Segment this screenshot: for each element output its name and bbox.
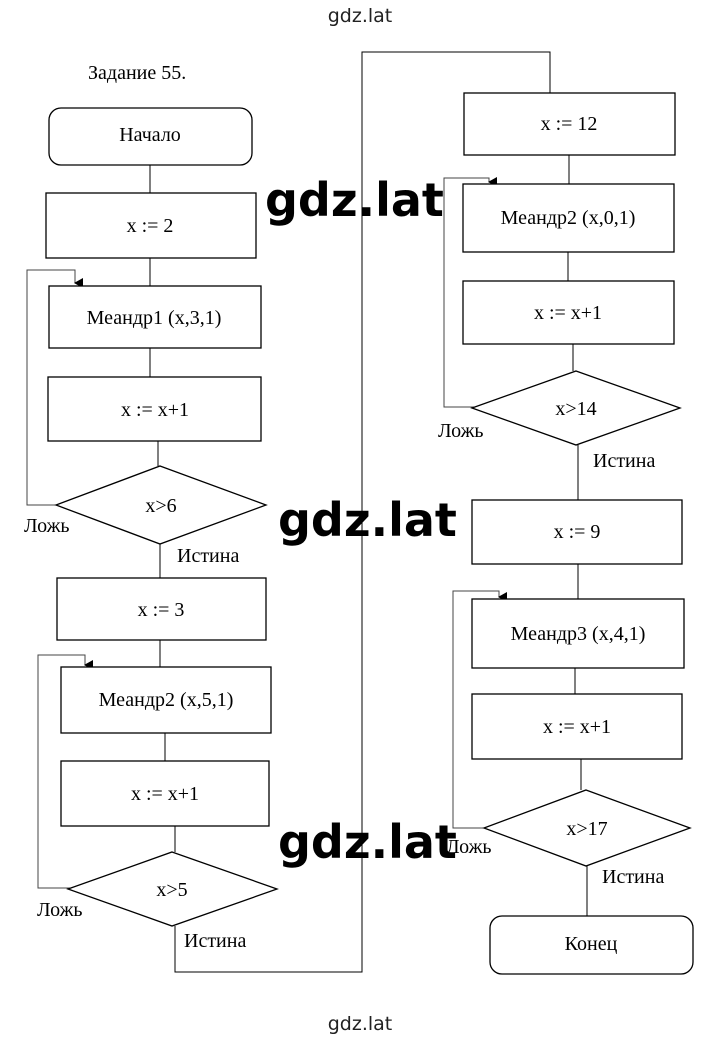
loop3-init-label: x := 12 <box>541 113 598 135</box>
loop1-true-label: Истина <box>177 545 239 567</box>
loop2-proc-box <box>60 666 272 734</box>
loop2-cond-label: x>5 <box>156 879 187 901</box>
loop3-init-box <box>463 92 676 156</box>
loop3-proc-label: Меандр2 (x,0,1) <box>501 207 636 229</box>
loop1-init-label: x := 2 <box>127 215 174 237</box>
loop3-proc-box <box>462 183 675 253</box>
end-terminal <box>489 915 694 975</box>
loop4-proc-label: Меандр3 (x,4,1) <box>511 623 646 645</box>
loop3-decision <box>470 370 682 446</box>
loop2-decision <box>66 851 279 927</box>
watermark-top: gdz.lat <box>328 5 393 27</box>
loop2-true-label: Истина <box>184 930 246 952</box>
task-title: Задание 55. <box>88 62 186 84</box>
start-label: Начало <box>119 124 181 146</box>
loop1-false-label: Ложь <box>24 515 70 537</box>
bridge-connector <box>174 51 551 973</box>
loop3-inc-label: x := x+1 <box>534 302 602 324</box>
watermark-big-1: gdz.lat <box>265 173 444 227</box>
loop4-false-label: Ложь <box>446 836 492 858</box>
loop1-cond-label: x>6 <box>145 495 176 517</box>
loop3-back-edge <box>443 177 497 408</box>
loop2-inc-box <box>60 760 270 827</box>
loop4-cond-label: x>17 <box>566 818 607 840</box>
watermark-big-3: gdz.lat <box>278 815 457 869</box>
loop2-false-label: Ложь <box>37 899 83 921</box>
loop4-decision <box>482 789 692 867</box>
loop2-proc-label: Меандр2 (x,5,1) <box>99 689 234 711</box>
end-label: Конец <box>565 933 618 955</box>
loop1-inc-label: x := x+1 <box>121 399 189 421</box>
loop2-init-box <box>56 577 267 641</box>
loop1-inc-box <box>47 376 262 442</box>
loop2-init-label: x := 3 <box>138 599 185 621</box>
loop3-cond-label: x>14 <box>555 398 596 420</box>
loop2-back-edge <box>37 654 93 889</box>
loop1-proc-box <box>48 285 262 349</box>
loop2-inc-label: x := x+1 <box>131 783 199 805</box>
loop4-init-label: x := 9 <box>554 521 601 543</box>
loop1-back-edge <box>26 269 83 506</box>
loop1-init-box <box>45 192 257 259</box>
watermark-bottom: gdz.lat <box>328 1013 393 1035</box>
loop4-proc-box <box>471 598 685 669</box>
loop4-init-box <box>471 499 683 565</box>
start-terminal <box>48 107 253 166</box>
loop4-true-label: Истина <box>602 866 664 888</box>
loop1-proc-label: Меандр1 (x,3,1) <box>87 307 222 329</box>
loop4-inc-box <box>471 693 683 760</box>
loop3-true-label: Истина <box>593 450 655 472</box>
watermark-big-2: gdz.lat <box>278 493 457 547</box>
loop3-false-label: Ложь <box>438 420 484 442</box>
loop4-back-edge <box>452 590 507 829</box>
loop1-decision <box>54 465 268 545</box>
loop3-inc-box <box>462 280 675 345</box>
loop4-inc-label: x := x+1 <box>543 716 611 738</box>
